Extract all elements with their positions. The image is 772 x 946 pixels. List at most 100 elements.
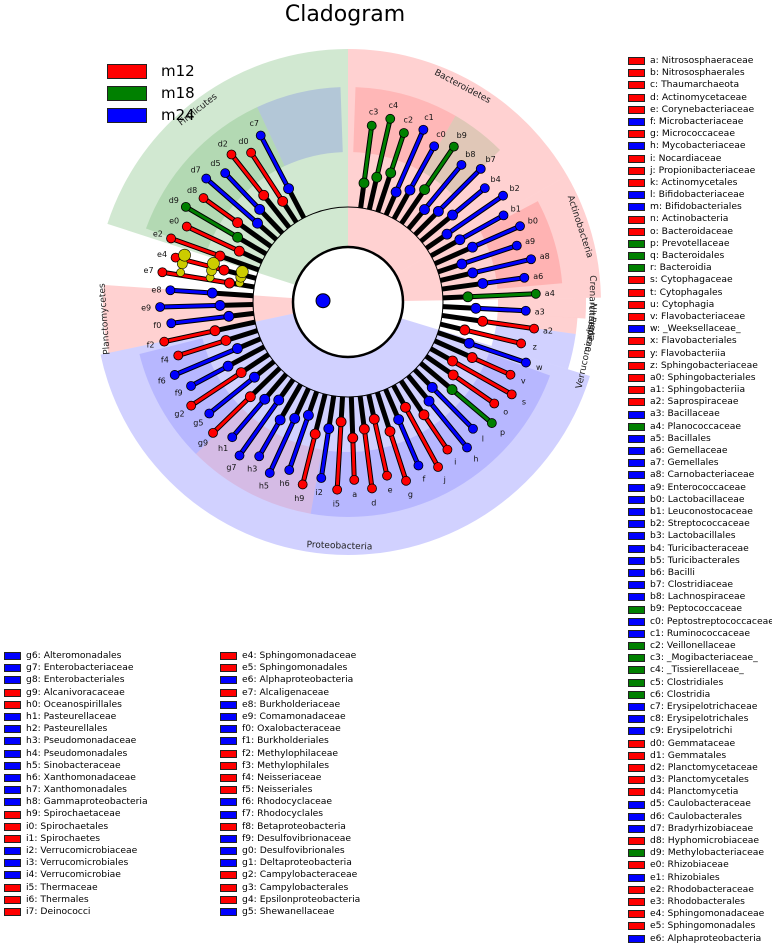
node-j-inner <box>400 401 411 413</box>
node-i-inner <box>418 409 430 421</box>
legend-item: h9: Spirochaetaceae <box>4 808 148 820</box>
legend-item: a8: Carnobacteriaceae <box>628 469 772 481</box>
legend-swatch <box>628 520 645 529</box>
tip-label: g7 <box>226 463 236 472</box>
legend-item: a: Nitrososphaeraceae <box>628 55 772 67</box>
legend-item: i6: Thermales <box>4 894 148 906</box>
legend-label: m: Bifidobacteriales <box>650 201 742 213</box>
legend-swatch <box>4 908 21 917</box>
legend-label: d8: Hyphomicrobiaceae <box>650 835 760 846</box>
tip-label: a4 <box>545 289 555 298</box>
legend-item: a1: Sphingobacteriia <box>628 384 772 396</box>
legend-item: d: Actinomycetaceae <box>628 92 772 104</box>
legend-label: i7: Deinococci <box>26 905 91 917</box>
legend-swatch <box>628 191 645 200</box>
legend-item: a0: Sphingobacteriales <box>628 372 772 384</box>
legend-item: d9: Methylobacteriaceae <box>628 847 772 859</box>
legend-item: c: Thaumarchaeota <box>628 79 772 91</box>
legend-item: h8: Gammaproteobacteria <box>4 796 148 808</box>
branch-c2 <box>389 132 406 174</box>
legend-label: g: Micrococcaceae <box>650 128 735 140</box>
branch-d <box>362 428 374 489</box>
legend-item: o: Bacteroidaceae <box>628 226 772 238</box>
tip-label: b7 <box>486 155 496 164</box>
node-c4-inner <box>371 171 383 183</box>
node-g <box>401 475 411 486</box>
legend-swatch <box>628 118 645 127</box>
node-f0 <box>166 318 177 329</box>
node-v-inner <box>466 352 478 363</box>
legend-label: f9: Desulfovibrionaceae <box>242 832 352 844</box>
branch-s <box>451 359 513 396</box>
legend-label: e4: Sphingomonadaceae <box>242 650 357 661</box>
node-e7-inner <box>224 277 235 289</box>
node-a4-inner <box>462 291 474 303</box>
branch-p <box>451 388 493 425</box>
legend-item: c6: Clostridia <box>628 689 772 701</box>
node-c2-inner <box>385 167 397 179</box>
tip-label: a6 <box>533 272 543 281</box>
legend-label: f3: Methylophilales <box>242 759 330 771</box>
branch-g9 <box>211 395 252 434</box>
legend-item: h5: Sinobacteraceae <box>4 760 148 772</box>
legend-label: b7: Clostridiaceae <box>650 579 734 591</box>
legend-swatch <box>220 773 237 782</box>
legend-label: d9: Methylobacteriaceae <box>650 847 765 859</box>
legend-swatch <box>628 654 645 663</box>
sector-verrucomicrobia <box>491 322 576 370</box>
branch-g2 <box>190 371 243 407</box>
node-b9-inner <box>419 184 430 196</box>
legend-label: g6: Alteromonadales <box>26 650 122 661</box>
legend-item: a6: Gemellaceae <box>628 445 772 457</box>
node-z <box>516 338 527 349</box>
legend-swatch <box>628 849 645 858</box>
legend-swatch <box>4 859 21 868</box>
legend-label: a: Nitrososphaeraceae <box>650 55 754 66</box>
node-d8-inner <box>232 217 243 228</box>
legend-swatch <box>628 325 645 334</box>
tip-label: p <box>500 428 505 437</box>
legend-label: d2: Planctomycetaceae <box>650 761 758 773</box>
legend-item: i0: Spirochaetales <box>4 821 148 833</box>
node-z-inner <box>459 324 471 336</box>
tip-label: a <box>352 490 357 499</box>
node-d0-inner <box>277 195 289 207</box>
key-item: m24 <box>107 104 195 126</box>
legend-label: i3: Verrucomicrobiales <box>26 857 129 869</box>
legend-label: h: Mycobacteriaceae <box>650 140 746 152</box>
legend-item: j: Propionibacteriaceae <box>628 165 772 177</box>
node-d0 <box>246 147 256 158</box>
legend-swatch <box>628 751 645 760</box>
legend-item: f: Microbacteriaceae <box>628 116 772 128</box>
legend-label: f6: Rhodocyclaceae <box>242 796 333 808</box>
legend-item: y: Flavobacteriia <box>628 348 772 360</box>
tip-label: d <box>371 498 376 507</box>
node-g9-inner <box>244 391 256 403</box>
branch-g <box>388 430 408 482</box>
branch-b4 <box>451 187 486 217</box>
branch-b7 <box>437 167 482 213</box>
tip-label: v <box>521 376 526 385</box>
node-f4-inner <box>220 335 232 346</box>
tip-label: g <box>408 490 413 499</box>
legend-item: e9: Comamonadaceae <box>220 711 360 723</box>
legend-swatch <box>4 688 21 697</box>
tip-label: e8 <box>151 285 161 294</box>
legend-item: b2: Streptococcaceae <box>628 518 772 530</box>
legend-swatch <box>628 495 645 504</box>
legend-label: j: Propionibacteriaceae <box>650 164 756 176</box>
legend-item: d2: Planctomycetaceae <box>628 762 772 774</box>
legend-item: e0: Rhizobiaceae <box>628 859 772 871</box>
legend-label: q: Bacteroidales <box>650 250 725 261</box>
node-b7-inner <box>432 205 444 217</box>
legend-swatch <box>4 773 21 782</box>
node-l <box>468 423 478 434</box>
tip-label: b0 <box>528 217 538 226</box>
legend-label: e5: Sphingomonadales <box>650 920 756 932</box>
node-d9-inner <box>232 231 244 243</box>
legend-item: f1: Burkholderiales <box>220 735 360 747</box>
sector-proteobacteria <box>100 313 590 556</box>
legend-label: i4: Verrucomicrobiae <box>26 869 121 881</box>
legend-label: f5: Neisseriales <box>242 784 313 796</box>
